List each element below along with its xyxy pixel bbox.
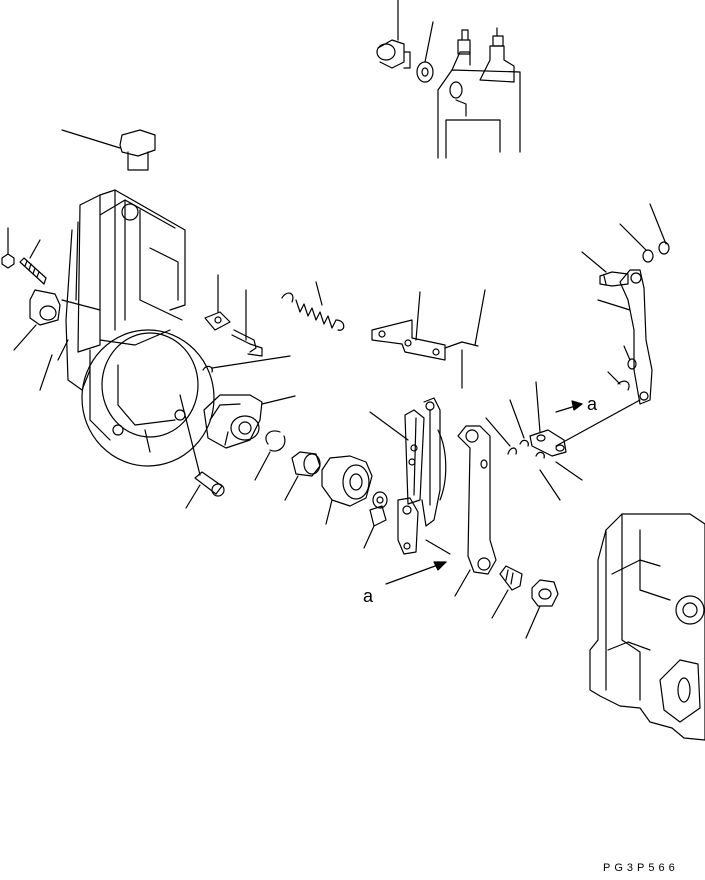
callout-label-a-lower: a: [363, 586, 374, 606]
lock-nut: [526, 580, 558, 638]
stop-lever-bolt: [582, 252, 628, 286]
sleeve-small: [285, 452, 320, 500]
callout-arrow-upper: [556, 401, 582, 412]
small-pin: [203, 356, 290, 372]
stop-lever: [556, 270, 652, 446]
screw-with-washer: [232, 290, 262, 356]
cap-plug: [62, 130, 155, 170]
stop-lever-clips: [608, 346, 636, 390]
governor-housing: [78, 190, 214, 466]
pin-bracket: [530, 382, 582, 480]
housing-gasket: [66, 222, 90, 390]
injection-pump-body: [590, 514, 705, 740]
lever-tension: [370, 350, 462, 504]
drawing-code: PG3P566: [603, 862, 679, 874]
flyweight-assembly: [204, 395, 295, 448]
housing-leaders: [40, 340, 150, 452]
arm-link: [455, 426, 496, 596]
callout-label-a-upper: a: [587, 394, 598, 414]
governor-spring: [282, 282, 344, 330]
rack-plate: [372, 290, 485, 360]
left-bushing: [14, 290, 60, 350]
callout-arrow-lower: [386, 562, 446, 584]
top-right-washers: [620, 204, 669, 262]
left-nut-small: [2, 228, 14, 268]
banjo-bolt: [377, 0, 410, 68]
clip-bracket: [205, 275, 230, 330]
washer-top: [417, 22, 433, 82]
lever-lower-link: [398, 498, 450, 554]
sleeve-large: [322, 456, 372, 524]
spacer-tab: [364, 506, 386, 548]
snap-ring: [255, 431, 285, 480]
lower-bolt: [180, 395, 224, 508]
adjust-screw: [492, 566, 522, 618]
left-stud-bolt: [20, 240, 46, 284]
pump-head-assembly: [438, 28, 520, 158]
retaining-clips: [486, 400, 560, 500]
left-bushing-leader: [62, 300, 100, 310]
lever-main: [422, 398, 446, 526]
washer-mid: [373, 492, 387, 508]
